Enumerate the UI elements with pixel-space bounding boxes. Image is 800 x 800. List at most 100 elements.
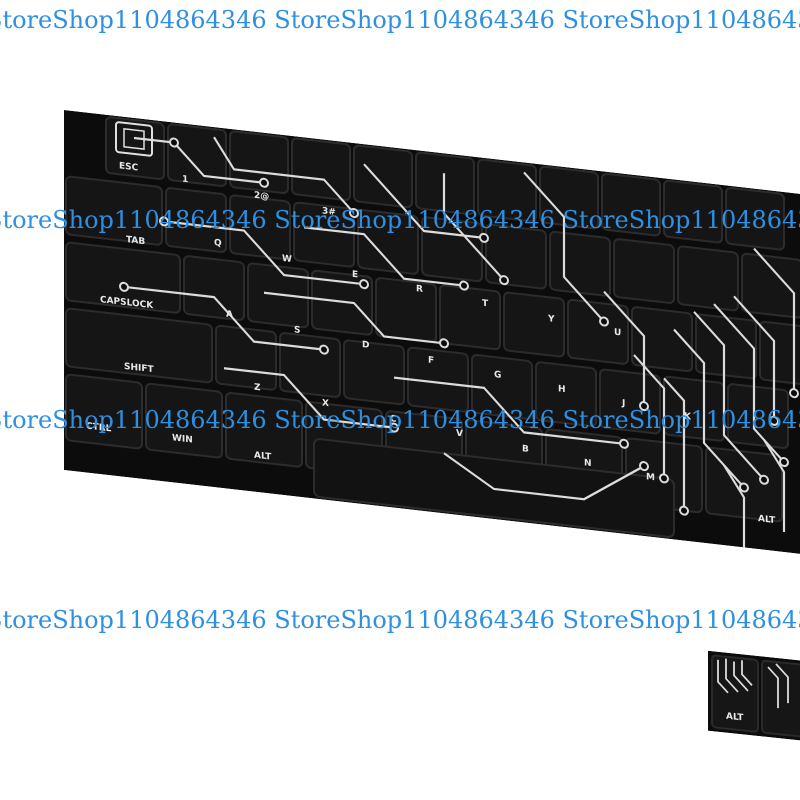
circuit-node (789, 388, 799, 399)
circuit-node (169, 137, 179, 148)
keycap (727, 383, 789, 449)
key-label-alt-right: ALT (758, 514, 776, 526)
keycap (65, 307, 213, 384)
keycap (375, 277, 437, 343)
key-label-esc: ESC (119, 161, 139, 173)
keycap (601, 172, 661, 237)
keycap (65, 175, 163, 246)
keycap (471, 354, 533, 420)
keycap (291, 137, 351, 202)
chip-inner-icon (123, 128, 145, 150)
keycap-detail: ALT (708, 650, 800, 742)
key-label-t: T (482, 299, 489, 310)
circuit-node (779, 457, 789, 468)
key-label-shift: SHIFT (124, 362, 154, 375)
key-label-2: 2@ (254, 191, 269, 203)
keycap (677, 245, 739, 312)
key-label-q: Q (214, 238, 222, 249)
key-label-d: D (362, 340, 370, 351)
circuit-node (659, 473, 669, 484)
key-label-y: Y (547, 314, 555, 325)
keycap (357, 209, 419, 275)
key-label-tab: TAB (126, 235, 145, 247)
keycap (663, 375, 725, 442)
key-label-u: U (614, 328, 621, 339)
key-label-f: F (428, 355, 434, 366)
keycap (165, 187, 227, 253)
key-label-s: S (294, 325, 300, 336)
circuit-node (759, 474, 769, 485)
key-label-3: 3# (322, 206, 336, 218)
watermark-text: StoreShop1104864346 StoreShop1104864346 … (0, 606, 800, 634)
circuit-node (599, 316, 609, 327)
keycap (229, 194, 291, 261)
keyboard-photo-detail: ALT (708, 650, 800, 742)
key-label-b: B (522, 444, 529, 455)
keycap (549, 230, 611, 297)
keycap (503, 291, 565, 358)
keycap (631, 306, 693, 373)
key-label-ctrl: CTRL (86, 422, 112, 435)
circuit-node (679, 505, 689, 516)
watermark-text: StoreShop1104864346 StoreShop1104864346 … (0, 6, 800, 34)
keycap (567, 298, 629, 365)
keycap (725, 186, 785, 251)
keycap (535, 361, 597, 428)
circuit-node (259, 177, 269, 188)
keycap (183, 255, 245, 321)
circuit-node (739, 482, 749, 493)
key-label-z: Z (254, 383, 261, 394)
circuit-node (639, 401, 649, 412)
keycap (439, 284, 501, 351)
keyboard-photo: ESC 1 2@ 3# TAB Q W E R T Y U CAPSLOCK A… (64, 110, 800, 557)
key-label-alt-left: ALT (254, 451, 272, 463)
keycap (421, 216, 483, 283)
key-label-e: E (352, 270, 358, 281)
circuit-node (479, 232, 489, 243)
esc-chip-icon (115, 121, 153, 157)
key-label-c: C (390, 414, 397, 425)
watermark-row-4: StoreShop1104864346 StoreShop1104864346 … (0, 605, 800, 635)
keycap (353, 144, 413, 209)
keycap (167, 123, 227, 187)
keycap (613, 238, 675, 304)
circuit-node (619, 438, 629, 449)
keycap (599, 368, 661, 435)
key-label-1: 1 (182, 174, 188, 185)
key-label-r: R (416, 284, 423, 295)
keycap-grid (65, 116, 800, 538)
keycap (741, 252, 800, 319)
keycap (477, 158, 537, 223)
circuit-node (769, 415, 779, 426)
circuit-node (319, 344, 329, 355)
circuit-node (499, 275, 509, 286)
circuit-node (459, 280, 469, 291)
keycap (407, 346, 469, 413)
keycap (65, 241, 181, 314)
key-label-m: M (646, 472, 655, 483)
circuit-node (349, 208, 359, 219)
circuit-node (119, 281, 129, 292)
key-label-w: W (282, 254, 292, 265)
keycap (145, 382, 223, 459)
keycap (65, 373, 143, 450)
detail-key-label-alt: ALT (726, 712, 744, 724)
key-label-v: V (456, 429, 463, 440)
circuit-node (359, 279, 369, 290)
key-label-x: X (322, 398, 329, 409)
keycap (485, 223, 547, 290)
circuit-node (439, 338, 449, 349)
key-label-win: WIN (172, 433, 193, 445)
keycap (539, 165, 599, 230)
key-label-a: A (226, 309, 233, 320)
circuit-node (639, 461, 649, 472)
circuit-nodes (119, 137, 799, 516)
keycap (215, 324, 277, 391)
keycap (229, 130, 289, 194)
circuit-node (159, 216, 169, 227)
keycap (279, 332, 341, 398)
key-labels: ESC 1 2@ 3# TAB Q W E R T Y U CAPSLOCK A… (86, 161, 776, 526)
key-label-k: K (684, 412, 692, 423)
keyboard-keycaps: ESC 1 2@ 3# TAB Q W E R T Y U CAPSLOCK A… (64, 110, 800, 557)
keycap (343, 339, 405, 406)
